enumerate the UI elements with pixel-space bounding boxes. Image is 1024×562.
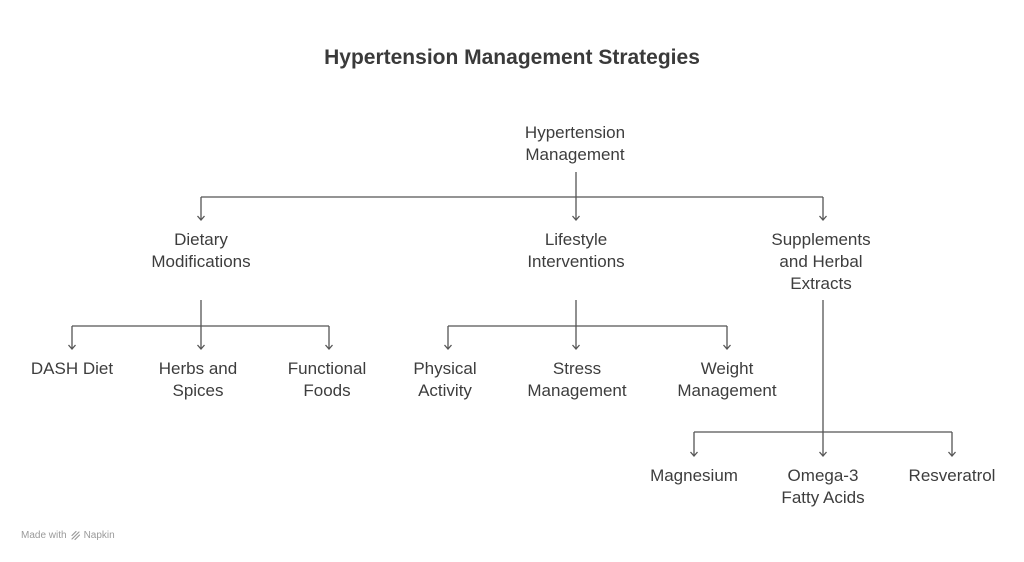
node-functional-foods: Functional Foods [288,358,366,402]
node-weight-management-line-2: Management [677,381,777,400]
node-functional-foods-line-2: Foods [303,381,351,400]
node-lifestyle-interventions-line-2: Interventions [527,252,625,271]
node-resveratrol: Resveratrol [909,465,996,487]
node-magnesium: Magnesium [650,465,738,487]
arrow-head-icon [819,451,827,457]
node-herbs-and-spices: Herbs and Spices [159,358,237,402]
napkin-brand: Napkin [83,530,115,541]
node-dietary-modifications: Dietary Modifications [151,229,250,273]
node-omega-3-line-1: Omega-3 [787,466,859,485]
node-stress-management-line-1: Stress [552,359,602,378]
arrow-head-icon [690,451,698,457]
node-magnesium-line-1: Magnesium [650,466,738,485]
node-omega-3-line-2: Fatty Acids [781,488,865,507]
made-with-label: Made with [21,530,67,541]
node-stress-management-line-2: Management [527,381,627,400]
arrow-head-icon [572,344,580,350]
arrow-head-icon [197,215,205,221]
arrow-head-icon [68,344,76,350]
node-root-line-2: Management [525,145,625,164]
node-herbs-and-spices-line-1: Herbs and [158,359,238,378]
node-dash-diet: DASH Diet [31,358,113,380]
node-weight-management: Weight Management [677,358,776,402]
node-stress-management: Stress Management [527,358,626,402]
arrow-head-icon [572,215,580,221]
node-supplements-herbal-extracts: Supplements and Herbal Extracts [771,229,870,295]
page-title: Hypertension Management Strategies [324,46,700,69]
node-root-line-1: Hypertension [524,123,626,142]
node-physical-activity-line-1: Physical [413,359,477,378]
arrow-head-icon [197,344,205,350]
node-supplements-line-3: Extracts [790,274,852,293]
node-root: Hypertension Management [525,122,625,166]
node-omega-3-fatty-acids: Omega-3 Fatty Acids [781,465,864,509]
arrow-head-icon [723,344,731,350]
node-lifestyle-interventions: Lifestyle Interventions [527,229,624,273]
node-resveratrol-line-1: Resveratrol [908,466,996,485]
node-dash-diet-line-1: DASH Diet [30,359,114,378]
node-physical-activity: Physical Activity [413,358,476,402]
arrow-head-icon [819,215,827,221]
node-herbs-and-spices-line-2: Spices [172,381,224,400]
arrow-head-icon [325,344,333,350]
node-dietary-modifications-line-1: Dietary [174,230,228,249]
node-physical-activity-line-2: Activity [418,381,472,400]
node-lifestyle-interventions-line-1: Lifestyle [544,230,608,249]
arrow-head-icon [444,344,452,350]
napkin-logo-icon [70,530,80,541]
node-dietary-modifications-line-2: Modifications [151,252,251,271]
node-supplements-line-1: Supplements [771,230,871,249]
made-with-napkin-credit: Made with Napkin [21,530,115,541]
arrow-head-icon [948,451,956,457]
node-supplements-line-2: and Herbal [779,252,863,271]
node-functional-foods-line-1: Functional [287,359,367,378]
node-weight-management-line-1: Weight [700,359,754,378]
